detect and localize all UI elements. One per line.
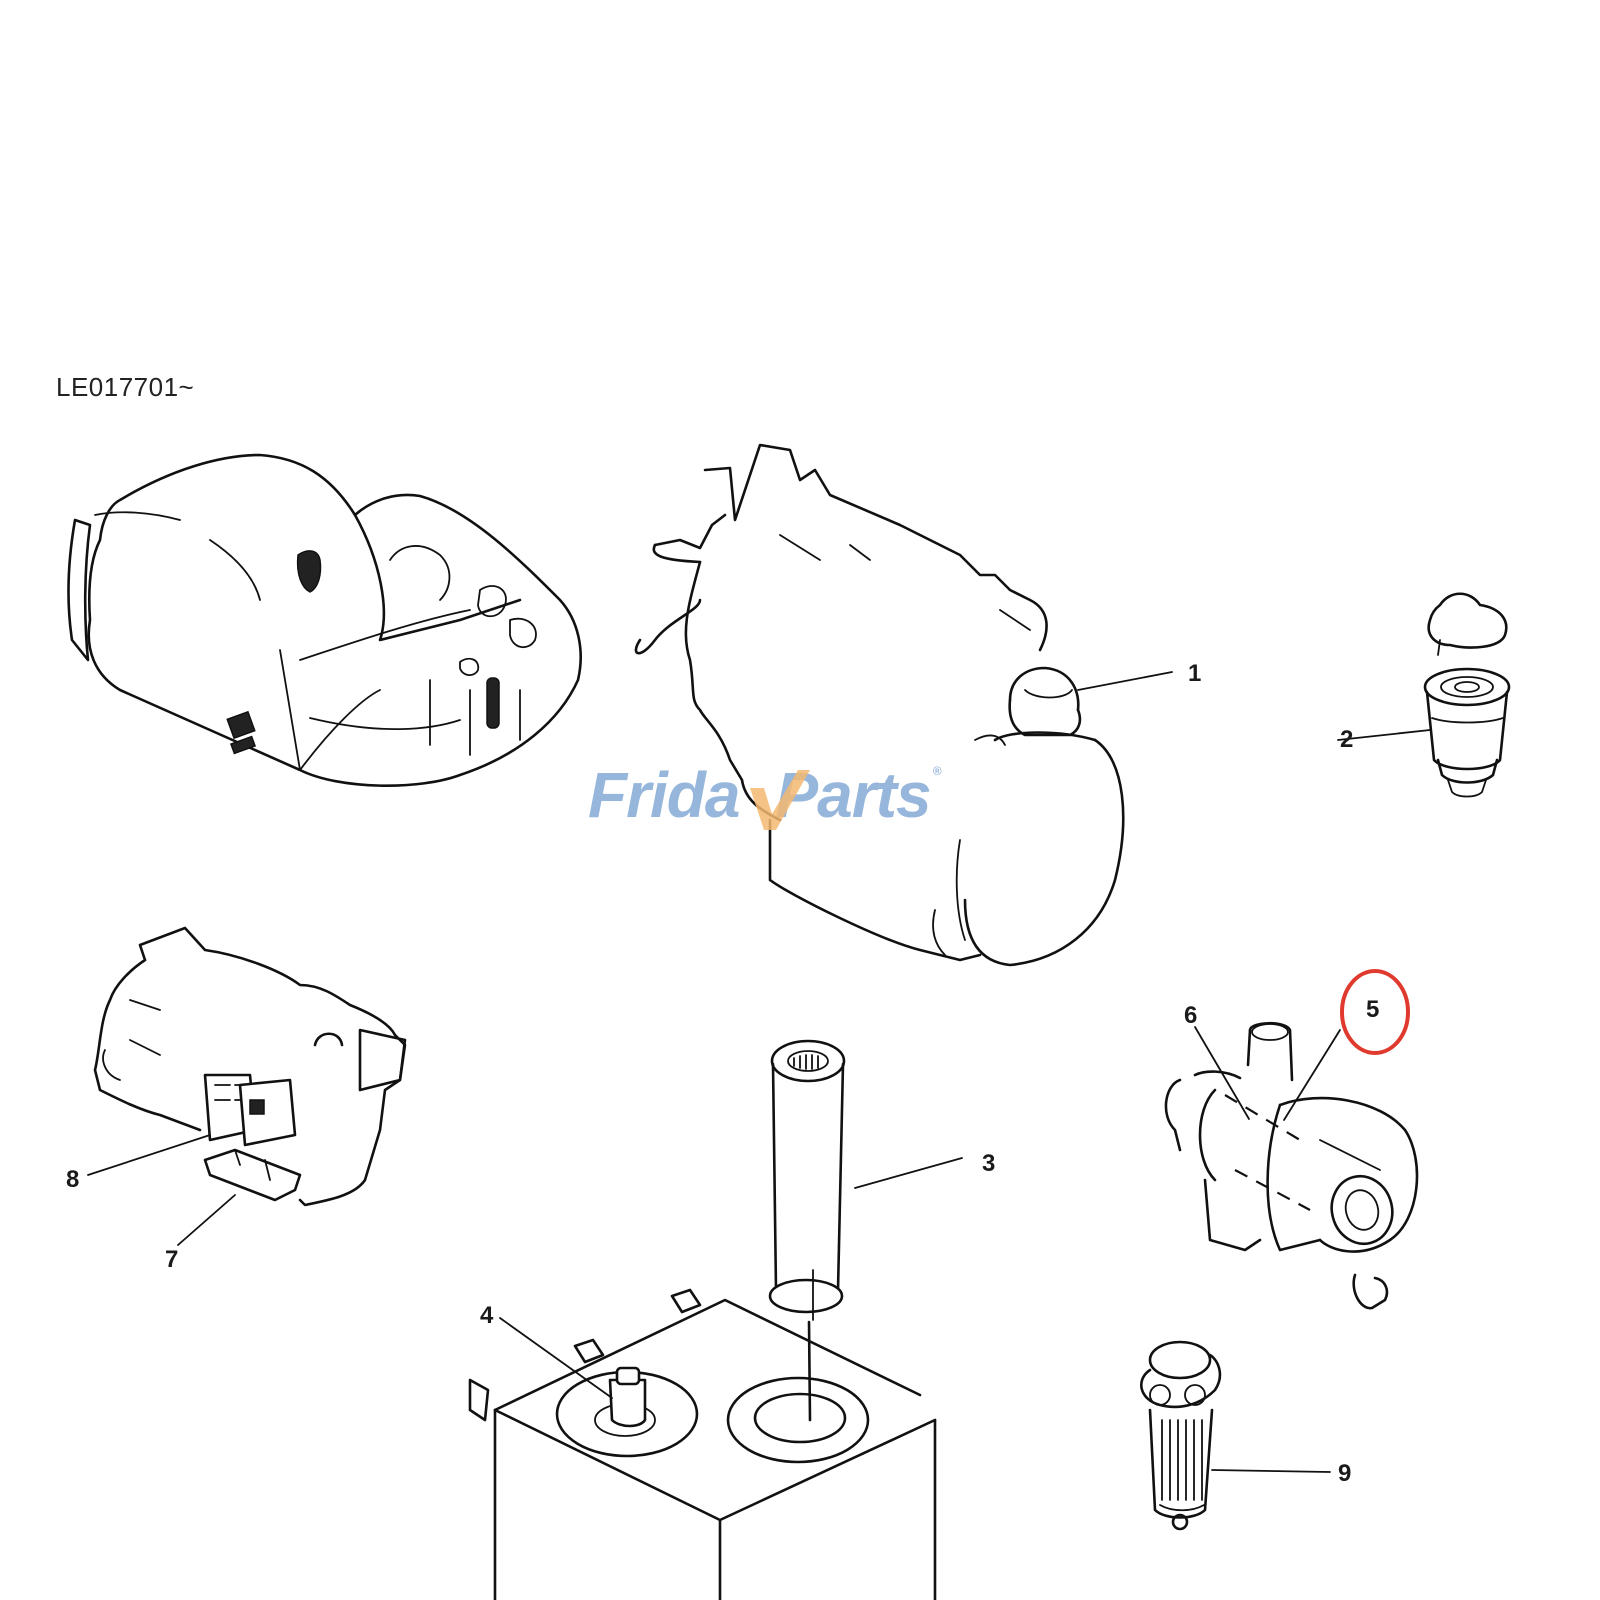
callout-7[interactable]: 7 — [165, 1246, 179, 1273]
hydraulic-tank-illustration — [468, 1039, 937, 1600]
callout-2[interactable]: 2 — [1340, 726, 1354, 753]
machine-upper-structure-illustration — [67, 453, 582, 787]
highlight-circle — [1340, 969, 1410, 1055]
leader-line-7 — [177, 1194, 236, 1246]
engine-illustration — [634, 443, 1125, 967]
callout-1[interactable]: 1 — [1188, 660, 1202, 687]
callout-8[interactable]: 8 — [66, 1166, 80, 1193]
serial-range-label: LE017701~ — [56, 372, 195, 402]
leader-line-3 — [854, 1157, 963, 1189]
watermark-text-left: Frida — [588, 759, 740, 831]
callout-4[interactable]: 4 — [480, 1302, 494, 1329]
callout-5[interactable]: 5 — [1366, 996, 1380, 1023]
pump-illustration — [93, 926, 407, 1207]
fuel-filter-illustration — [1423, 592, 1511, 798]
water-separator-illustration — [1140, 1340, 1222, 1531]
callout-3[interactable]: 3 — [982, 1150, 996, 1177]
watermark-registered-mark: ® — [932, 764, 942, 778]
leader-line-4 — [499, 1317, 613, 1399]
leader-lines — [87, 671, 1431, 1473]
leader-line-1 — [1077, 671, 1173, 691]
leader-line-6 — [1194, 1026, 1250, 1120]
watermark-checkmark-icon — [750, 770, 810, 830]
callout-9[interactable]: 9 — [1338, 1460, 1352, 1487]
leader-line-2 — [1337, 729, 1431, 741]
leader-line-5 — [1283, 1029, 1341, 1121]
leader-line-9 — [1211, 1469, 1331, 1473]
callout-6[interactable]: 6 — [1184, 1002, 1198, 1029]
air-cleaner-illustration — [1164, 1021, 1419, 1310]
leader-line-8 — [87, 1134, 211, 1176]
